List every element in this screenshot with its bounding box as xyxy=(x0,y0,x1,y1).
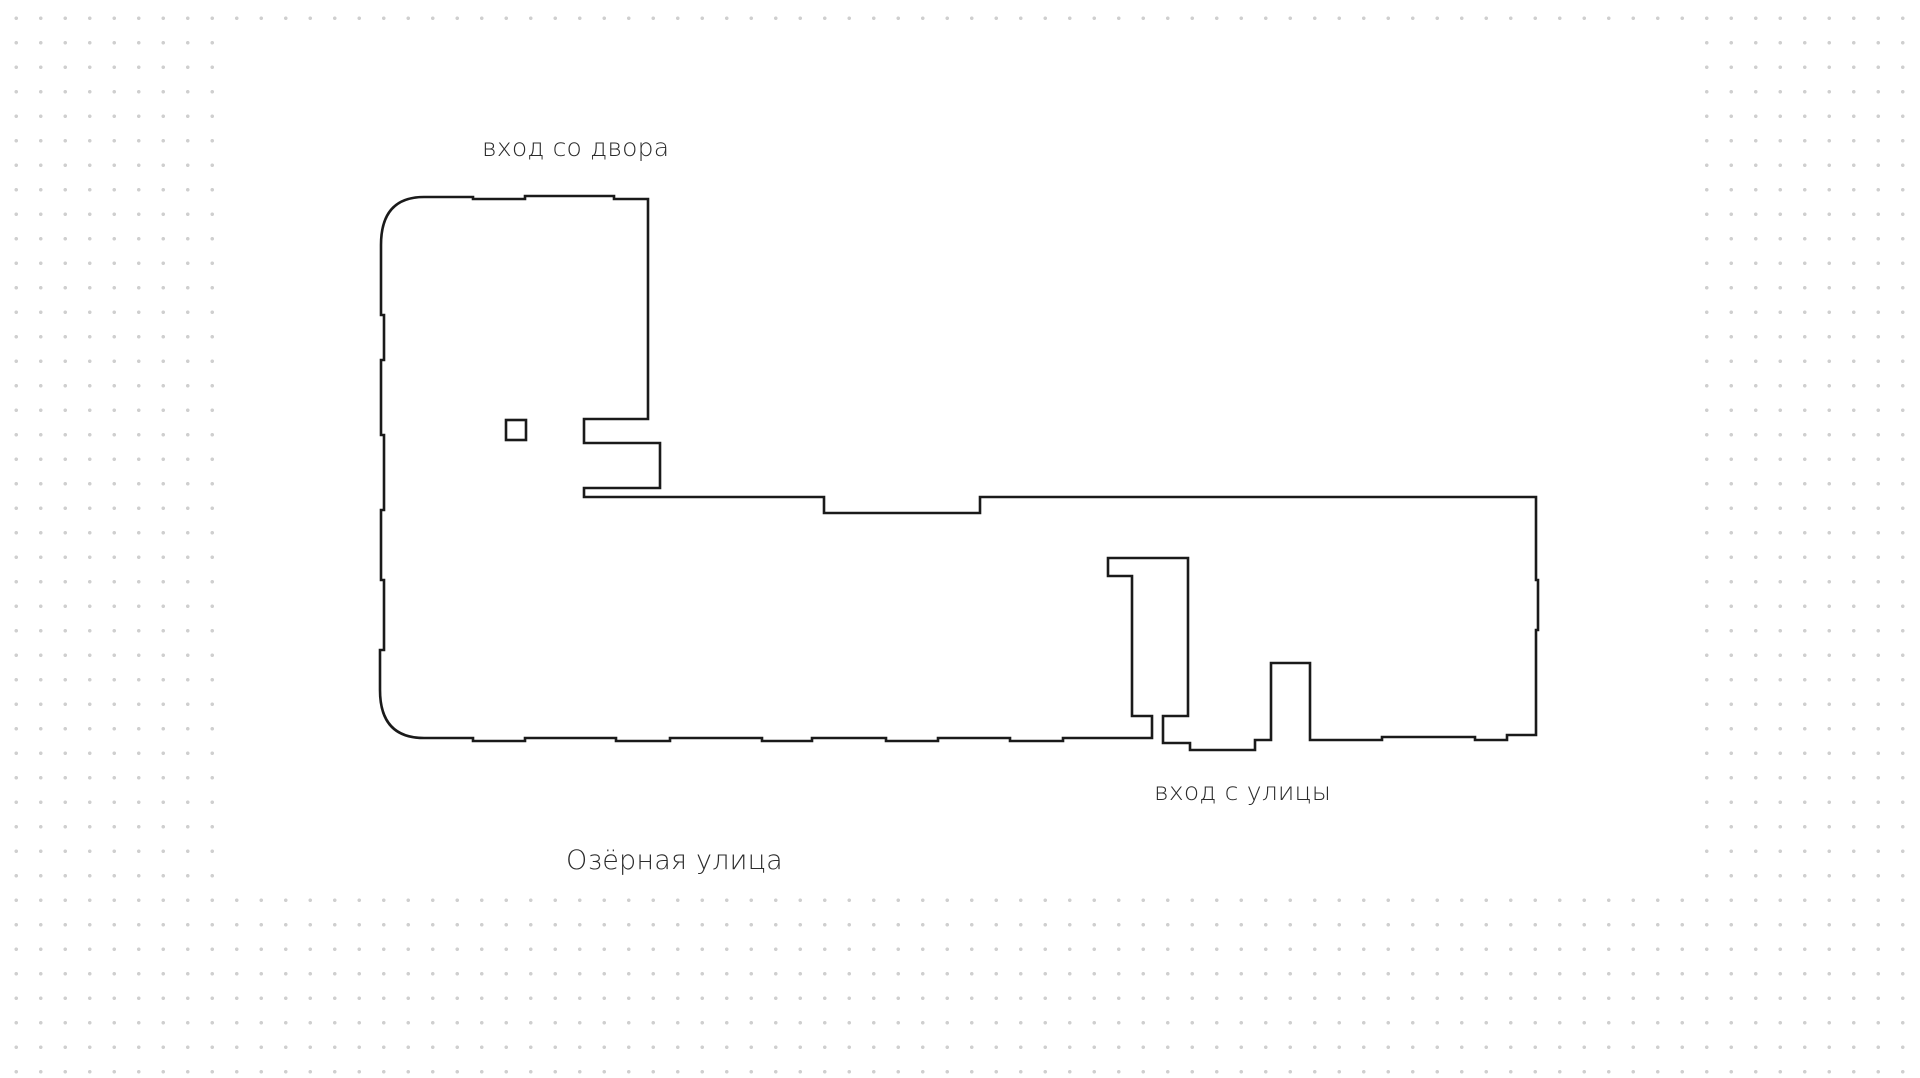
plan-background xyxy=(233,38,1687,898)
column-square xyxy=(504,418,528,442)
street-name-label: Озёрная улица xyxy=(566,845,783,876)
floor-plan-outline xyxy=(378,194,1540,752)
street-entrance-label: вход с улицы xyxy=(1154,777,1332,806)
yard-entrance-label: вход со двора xyxy=(482,133,670,162)
